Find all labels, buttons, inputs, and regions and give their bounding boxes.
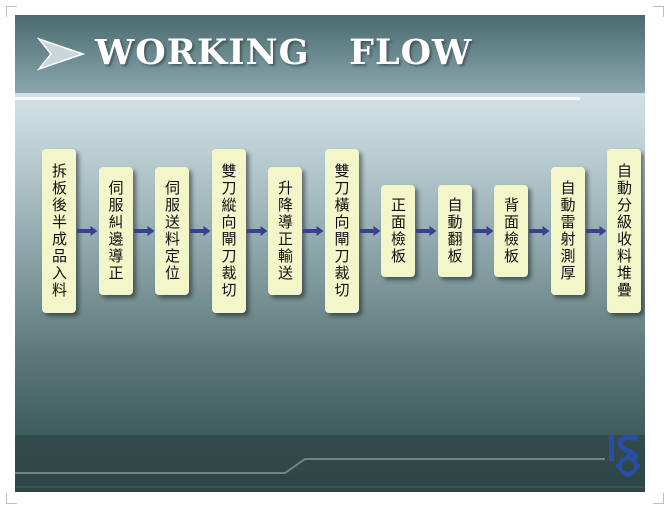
corner-mark-bottom-right — [653, 493, 664, 504]
flow-step-label: 自動分級收料堆疊 — [615, 163, 633, 299]
page-title: WORKING FLOW — [95, 32, 473, 73]
footer-band — [15, 435, 645, 492]
flow-step-10: 自動雷射測厚 — [550, 167, 585, 295]
flow-step-label: 自動雷射測厚 — [558, 180, 577, 282]
flow-step-6: 雙刀橫向閘刀裁切 — [324, 149, 359, 313]
flow-arrow-icon — [77, 226, 98, 236]
flow-arrow-icon — [585, 226, 606, 236]
flow-step-5: 升降導正輸送 — [268, 167, 302, 295]
flow-arrow-icon — [529, 226, 550, 236]
flow-step-1: 拆板後半成品入料 — [42, 149, 76, 313]
flow-arrow-icon — [359, 226, 380, 236]
flow-step-label: 自動翻板 — [445, 197, 464, 265]
flow-step-2: 伺服糾邊導正 — [98, 167, 133, 295]
flow-step-label: 伺服糾邊導正 — [106, 180, 125, 282]
flow-arrow-icon — [190, 226, 211, 236]
header-divider — [15, 97, 580, 100]
flow-arrow-icon — [472, 226, 493, 236]
company-logo-gear-icon — [609, 434, 640, 477]
flow-step-3: 伺服送料定位 — [155, 167, 189, 295]
flow-arrow-icon — [303, 226, 324, 236]
slide: WORKING FLOW 拆板後半成品入料 伺服糾邊導正 伺服送料定位 雙刀縱向閘刀裁… — [15, 15, 645, 492]
flow-step-label: 背面檢板 — [502, 197, 520, 265]
corner-mark-bottom-left — [6, 493, 17, 504]
flow-step-11: 自動分級收料堆疊 — [607, 149, 641, 313]
footer-decoration — [15, 458, 645, 488]
chevron-right-icon — [37, 37, 85, 71]
flow-step-label: 拆板後半成品入料 — [50, 163, 68, 299]
flow-step-4: 雙刀縱向閘刀裁切 — [211, 149, 246, 313]
flow-step-label: 升降導正輸送 — [276, 180, 294, 282]
flow-step-label: 雙刀縱向閘刀裁切 — [219, 163, 238, 299]
flow-step-8: 自動翻板 — [437, 185, 472, 277]
flow-step-label: 雙刀橫向閘刀裁切 — [332, 163, 351, 299]
title-bar — [15, 15, 645, 93]
flow-step-label: 正面檢板 — [389, 197, 407, 265]
corner-mark-top-left — [6, 6, 17, 17]
flow-arrow-icon — [246, 226, 267, 236]
flow-step-9: 背面檢板 — [494, 185, 528, 277]
flow-step-7: 正面檢板 — [381, 185, 415, 277]
corner-mark-top-right — [653, 6, 664, 17]
flow-step-label: 伺服送料定位 — [163, 180, 181, 282]
flow-arrow-icon — [416, 226, 437, 236]
flow-arrow-icon — [133, 226, 154, 236]
